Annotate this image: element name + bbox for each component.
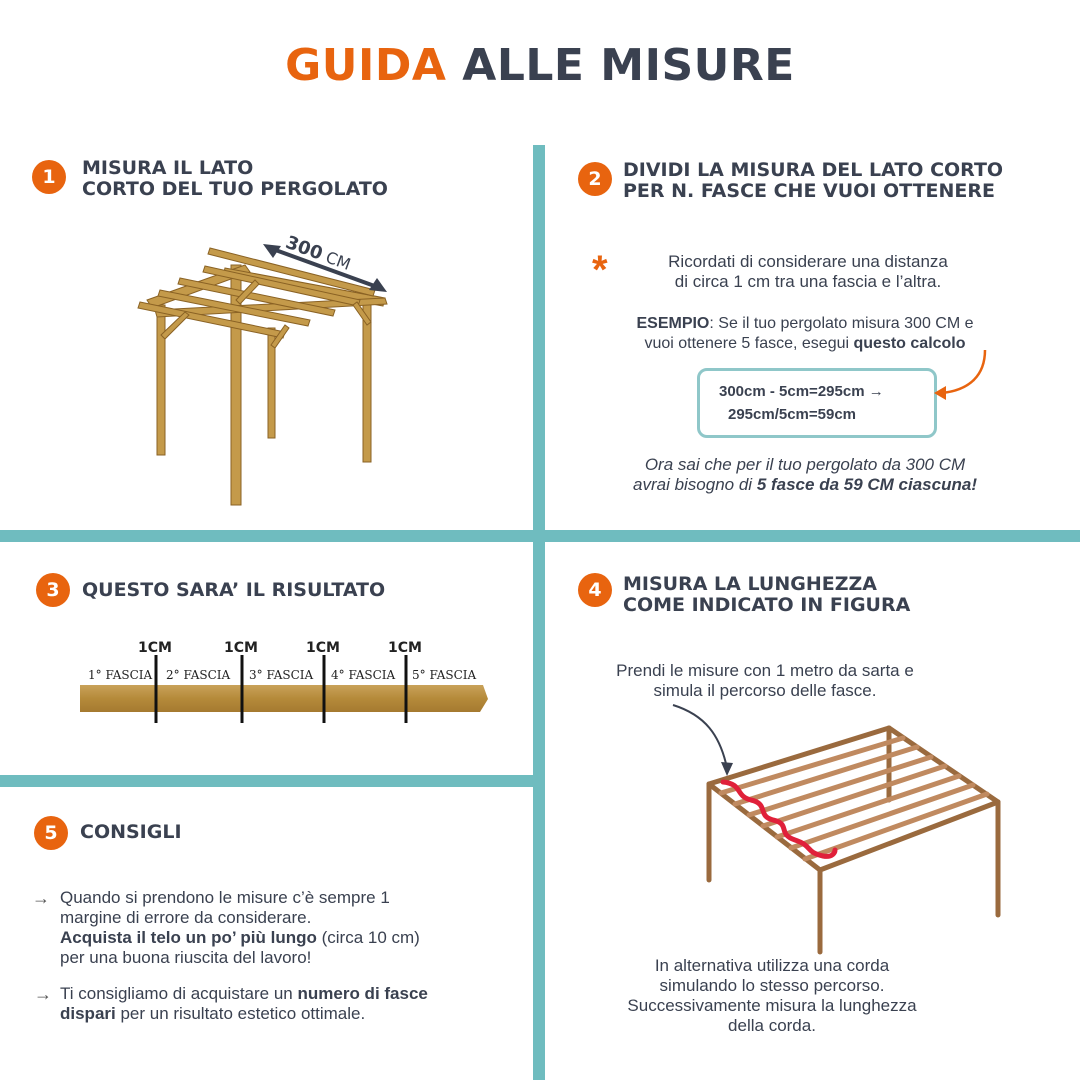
arrow-right-icon: → (868, 383, 884, 400)
pergola-rafter (718, 735, 906, 796)
pergola-beam (154, 297, 388, 318)
step2-number-badge: 2 (578, 162, 612, 196)
pergola-rope-illustration (672, 704, 1001, 955)
pergola-rafter (177, 277, 336, 317)
result-line2b: 5 fasce da 59 CM ciascuna! (756, 475, 977, 494)
calculation-box (697, 368, 937, 438)
step5-number-badge: 5 (34, 816, 68, 850)
tip2-bold2: dispari (60, 1004, 116, 1023)
step4-tip-line2: simula il percorso delle fasce. (653, 681, 877, 700)
step2-result: Ora sai che per il tuo pergolato da 300 … (590, 455, 1020, 495)
pergola-brace (270, 324, 290, 349)
step5-heading: CONSIGLI (80, 821, 182, 843)
fascia-label: 3° FASCIA (249, 668, 314, 682)
dimension-arrow (263, 244, 387, 292)
gap-label: 1CM (388, 640, 422, 656)
step2-note-line1: Ricordati di considerare una distanza (668, 252, 948, 271)
pergola-rafter (760, 763, 948, 829)
step1-heading-line2: CORTO DEL TUO PERGOLATO (82, 178, 388, 200)
step2-example: ESEMPIO: Se il tuo pergolato misura 300 … (590, 314, 1020, 354)
title-rest: ALLE MISURE (462, 40, 795, 91)
result-line2a: avrai bisogno di (633, 475, 757, 494)
tip2-before: Ti consigliamo di acquistare un (60, 984, 298, 1003)
arrow-right-icon: → (34, 984, 52, 1004)
curved-arrow-icon (934, 349, 987, 400)
divider-horizontal-left (0, 775, 540, 787)
pergola-rafter (788, 782, 976, 851)
pergola-rafter (157, 289, 311, 327)
example-text1: : Se il tuo pergolato misura 300 CM e (709, 315, 974, 332)
pergola-illustration (137, 244, 388, 506)
step4-tip-line1: Prendi le misure con 1 metro da sarta e (616, 661, 914, 680)
pergola-brace (235, 279, 260, 305)
pergola-rafter (137, 301, 286, 339)
alt-line2: simulando lo stesso percorso. (659, 976, 885, 995)
step5-tip2: Ti consigliamo di acquistare un numero d… (60, 984, 520, 1024)
page-title: GUIDA ALLE MISURE (0, 40, 1080, 91)
gap-label: 1CM (138, 640, 172, 656)
fascia-label: 5° FASCIA (412, 668, 477, 682)
example-text2: vuoi ottenere 5 fasce, esegui (644, 335, 854, 352)
step2-heading-line2: PER N. FASCE CHE VUOI OTTENERE (623, 180, 995, 202)
arrow-right-icon: → (32, 888, 50, 908)
fascia-label: 4° FASCIA (331, 668, 396, 682)
step3-heading: QUESTO SARA’ IL RISULTATO (82, 579, 386, 601)
divider-horizontal-mid (0, 530, 1080, 542)
calc-line2: 295cm/5cm=59cm (728, 406, 857, 423)
gap-label: 1CM (224, 640, 258, 656)
calc-line1: 300cm - 5cm=295cm → (719, 383, 884, 400)
alt-line4: della corda. (728, 1016, 816, 1035)
step4-tip: Prendi le misure con 1 metro da sarta e … (570, 661, 960, 701)
tip2-after: per un risultato estetico ottimale. (115, 1004, 366, 1023)
fascia-label: 1° FASCIA (88, 668, 153, 682)
pergola-rafter (746, 754, 934, 818)
pergola-post (230, 264, 242, 506)
step4-heading-line1: MISURA LA LUNGHEZZA (623, 573, 877, 595)
step2-heading-line1: DIVIDI LA MISURA DEL LATO CORTO (623, 159, 1004, 181)
step2-note-line2: di circa 1 cm tra una fascia e l’altra. (674, 272, 942, 291)
divider-vertical (533, 145, 545, 1080)
tip1-line4: per una buona riuscita del lavoro! (60, 948, 312, 967)
step2-note: Ricordati di considerare una distanza di… (618, 252, 998, 292)
tip1-bold: Acquista il telo un po’ più lungo (60, 928, 317, 947)
step1-heading-line1: MISURA IL LATO (82, 157, 254, 179)
gap-label: 1CM (306, 640, 340, 656)
pergola-rafter (774, 773, 962, 840)
tip1-line2: margine di errore da considerare. (60, 908, 312, 927)
pergola-brace (352, 301, 372, 326)
asterisk-icon: * (592, 248, 608, 292)
step1-heading: MISURA IL LATO CORTO DEL TUO PERGOLATO (82, 158, 388, 200)
step5-tip1: Quando si prendono le misure c’è sempre … (60, 888, 520, 968)
example-bold: questo calcolo (853, 335, 966, 352)
pergola-beam (706, 725, 892, 787)
tip1-line1: Quando si prendono le misure c’è sempre … (60, 888, 390, 907)
fascia-label: 2° FASCIA (166, 668, 231, 682)
step1-number-badge: 1 (32, 160, 66, 194)
title-accent: GUIDA (285, 40, 447, 91)
example-label: ESEMPIO (636, 315, 710, 332)
pergola-brace (160, 311, 190, 340)
pergola-rafter (732, 744, 920, 807)
tip2-bold1: numero di fasce (297, 984, 428, 1003)
step2-heading: DIVIDI LA MISURA DEL LATO CORTO PER N. F… (623, 160, 1003, 202)
wood-plank-illustration (80, 655, 488, 723)
step4-alternative: In alternativa utilizza una corda simula… (570, 956, 974, 1036)
step4-number-badge: 4 (578, 573, 612, 607)
pergola-beam (817, 799, 1001, 873)
calc-line1-text: 300cm - 5cm=295cm (719, 383, 865, 400)
alt-line3: Successivamente misura la lunghezza (627, 996, 917, 1015)
pergola-post (267, 327, 276, 439)
pergola-post (156, 304, 166, 456)
rope-path (720, 779, 838, 859)
pointer-arrow-icon (721, 762, 733, 776)
tip1-after-bold: (circa 10 cm) (316, 928, 420, 947)
wood-plank (80, 685, 488, 712)
step4-heading: MISURA LA LUNGHEZZA COME INDICATO IN FIG… (623, 574, 910, 616)
step4-heading-line2: COME INDICATO IN FIGURA (623, 594, 911, 616)
result-line1: Ora sai che per il tuo pergolato da 300 … (644, 455, 966, 474)
pergola-rafter (207, 247, 376, 297)
alt-line1: In alternativa utilizza una corda (654, 956, 890, 975)
step3-number-badge: 3 (36, 573, 70, 607)
